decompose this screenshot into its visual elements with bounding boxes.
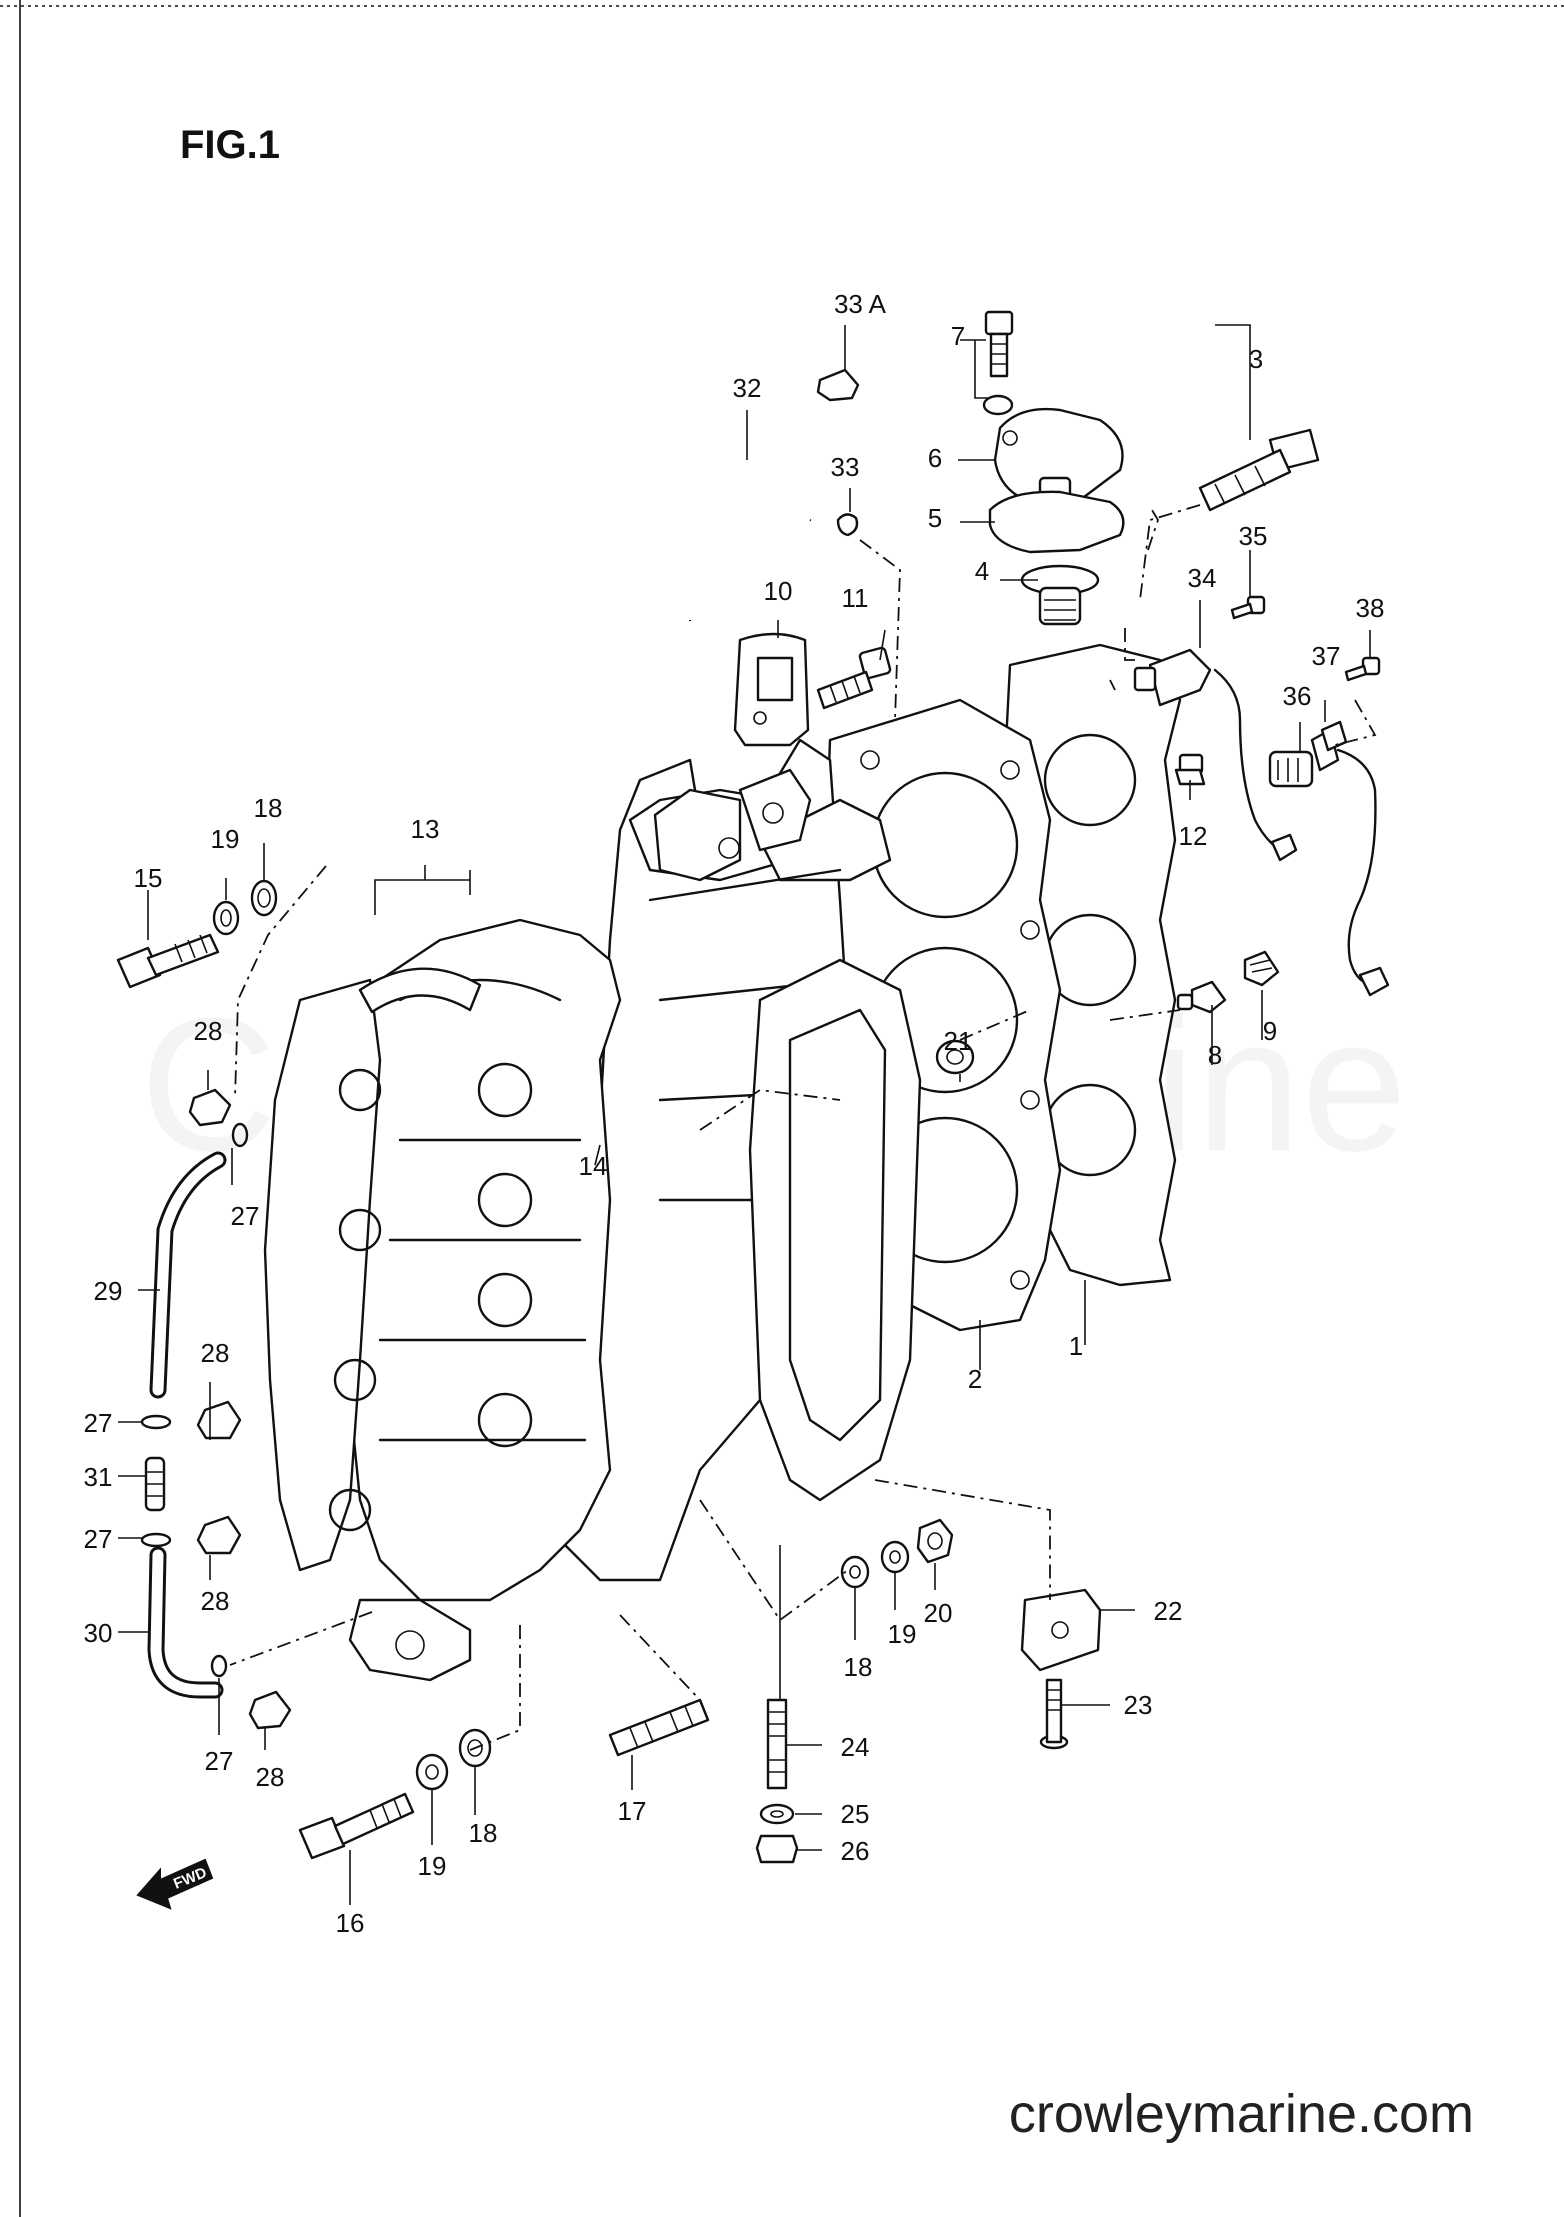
water-temp-sender-bolt xyxy=(1198,428,1320,512)
anode-bolt-23 xyxy=(1039,1678,1069,1750)
callout-32: 32 xyxy=(733,373,762,403)
callout-33-a: 33 A xyxy=(834,289,887,319)
callout-21: 21 xyxy=(944,1026,973,1056)
nut-20 xyxy=(916,1518,954,1564)
washer-19-upper xyxy=(212,900,240,936)
thermostat-cover xyxy=(993,407,1124,507)
callout-19-upper: 19 xyxy=(211,824,240,854)
assembly-lines xyxy=(229,504,1377,1751)
callout-37: 37 xyxy=(1312,641,1341,671)
callout-18-right: 18 xyxy=(844,1652,873,1682)
callout-35: 35 xyxy=(1239,521,1268,551)
callout-28-d: 28 xyxy=(256,1762,285,1792)
hose-clip-28 xyxy=(188,1088,292,1730)
crankcase xyxy=(263,918,622,1682)
sensor-screw xyxy=(1230,595,1266,620)
callout-16: 16 xyxy=(336,1908,365,1938)
callout-15: 15 xyxy=(134,863,163,893)
callout-38: 38 xyxy=(1356,593,1385,623)
thermo-switch xyxy=(1268,728,1390,997)
callout-11: 11 xyxy=(842,583,869,613)
crankcase-bolt-16 xyxy=(298,1792,415,1860)
joint-31 xyxy=(144,1456,166,1512)
drain-plug-8 xyxy=(1176,980,1227,1014)
main-bearing xyxy=(358,967,482,1014)
switch-clamp xyxy=(1320,720,1348,752)
hose-30 xyxy=(147,1546,224,1699)
callout-30: 30 xyxy=(84,1618,113,1648)
callout-31: 31 xyxy=(84,1462,113,1492)
callout-10: 10 xyxy=(764,576,793,606)
callout-3: 3 xyxy=(1249,344,1263,374)
callout-5: 5 xyxy=(928,503,942,533)
nut-26 xyxy=(755,1834,799,1864)
callout-27-c: 27 xyxy=(84,1524,113,1554)
plug-12 xyxy=(1174,753,1206,786)
callout-19-lower: 19 xyxy=(418,1851,447,1881)
cover-bolt xyxy=(984,310,1014,378)
rubber-grommet xyxy=(935,1039,975,1075)
leader-lines xyxy=(118,324,1371,1905)
callout-7: 7 xyxy=(951,321,965,351)
callout-13: 13 xyxy=(411,814,440,844)
cylinder-block xyxy=(558,738,922,1582)
washer-18-right xyxy=(840,1555,870,1589)
callout-6: 6 xyxy=(928,443,942,473)
callout-18-upper: 18 xyxy=(254,793,283,823)
figure-title: FIG.1 xyxy=(180,123,280,167)
callout-1: 1 xyxy=(1069,1331,1083,1361)
temperature-sensor xyxy=(1133,648,1298,862)
callout-34: 34 xyxy=(1188,563,1217,593)
callout-29: 29 xyxy=(94,1276,123,1306)
callout-23: 23 xyxy=(1124,1690,1153,1720)
callout-12: 12 xyxy=(1179,821,1208,851)
callout-26: 26 xyxy=(841,1836,870,1866)
callout-18-lower: 18 xyxy=(469,1818,498,1848)
drain-plug-9 xyxy=(1243,950,1280,987)
forward-arrow-icon: FWD xyxy=(136,1858,214,1910)
callout-25: 25 xyxy=(841,1799,870,1829)
callout-22: 22 xyxy=(1154,1596,1183,1626)
callout-20: 20 xyxy=(924,1598,953,1628)
callout-24: 24 xyxy=(841,1732,870,1762)
hose-29 xyxy=(149,1151,227,1399)
callout-27-a: 27 xyxy=(231,1201,260,1231)
washer-25 xyxy=(759,1803,795,1825)
callout-28-a: 28 xyxy=(194,1016,223,1046)
thermostat-cover-gasket xyxy=(988,490,1125,554)
callout-4: 4 xyxy=(975,556,989,586)
thermostat xyxy=(1020,564,1100,626)
callout-28-c: 28 xyxy=(201,1586,230,1616)
callout-19-right: 19 xyxy=(888,1619,917,1649)
callout-33: 33 xyxy=(831,452,860,482)
switch-screw xyxy=(1344,656,1381,682)
bracket-bolt xyxy=(816,646,892,710)
callout-27-d: 27 xyxy=(205,1746,234,1776)
hose-clip-small xyxy=(836,513,859,537)
callout-27-b: 27 xyxy=(84,1408,113,1438)
washer-18-upper xyxy=(250,879,278,917)
callout-28-b: 28 xyxy=(201,1338,230,1368)
water-hose xyxy=(664,458,813,622)
callout-labels: 1 2 3 4 5 6 7 8 9 10 11 12 13 14 15 16 1… xyxy=(84,289,1385,1938)
mounting-bracket xyxy=(733,632,810,747)
washer-19-right xyxy=(880,1540,910,1574)
cover-bolt-washer xyxy=(982,394,1014,416)
crankcase-bolt-long xyxy=(116,933,220,989)
website-url: crowleymarine.com xyxy=(1009,2084,1474,2144)
anode-22 xyxy=(1020,1588,1102,1672)
stud-bolt-24 xyxy=(766,1698,788,1790)
callout-17: 17 xyxy=(618,1796,647,1826)
callout-14: 14 xyxy=(579,1151,608,1181)
callout-9: 9 xyxy=(1263,1016,1277,1046)
stud-bolt-17 xyxy=(608,1698,710,1757)
hose-clip-a xyxy=(816,368,860,402)
callout-36: 36 xyxy=(1283,681,1312,711)
callout-8: 8 xyxy=(1208,1040,1222,1070)
washer-19-lower xyxy=(415,1753,449,1791)
hose-clamp-27 xyxy=(140,1122,249,1678)
callout-2: 2 xyxy=(968,1364,982,1394)
